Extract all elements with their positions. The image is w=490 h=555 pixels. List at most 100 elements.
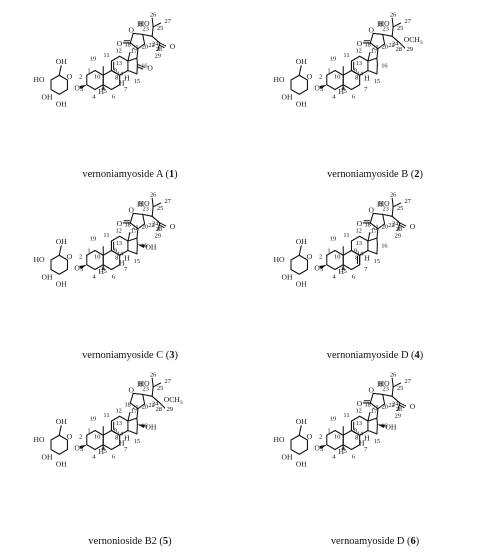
atom-number-4: 4 <box>92 454 96 461</box>
atom-number-15: 15 <box>134 78 140 85</box>
atom-number-11: 11 <box>343 412 349 419</box>
lactone-ring-bond <box>373 213 383 214</box>
atom-number-25: 25 <box>397 25 403 32</box>
glucose-oh-2: OH <box>56 99 67 108</box>
lactone-carbonyl-oxygen: O <box>117 219 123 228</box>
ring-d-bond <box>128 238 137 241</box>
atom-number-21: 21 <box>372 44 378 51</box>
lactone-carbonyl-oxygen: O <box>117 39 123 48</box>
ring-b-bond <box>343 71 351 76</box>
atom-number-11: 11 <box>103 232 109 239</box>
lactone-carbonyl-oxygen: O <box>357 39 363 48</box>
glucose-oh-2: OH <box>296 459 307 468</box>
glucose-c6-bond <box>59 426 61 436</box>
methyl-18-bond <box>128 412 130 421</box>
compound-caption-6: vernoamyoside D (6) <box>331 536 419 547</box>
atom-number-1: 1 <box>327 428 330 435</box>
glucose-oh-6: OH <box>56 57 67 66</box>
structure-6: 12345101967891112131415161718HHHOHOO2021… <box>274 371 416 468</box>
hydroxy-25-label: HO <box>379 199 390 208</box>
glucose-oh-6: OH <box>296 417 307 426</box>
ring-a-bond <box>327 265 335 270</box>
atom-number-29: 29 <box>395 413 401 420</box>
atom-number-18: 18 <box>124 221 130 228</box>
compound-caption-1: vernoniamyoside A (1) <box>82 169 177 180</box>
atom-number-2: 2 <box>319 433 322 440</box>
atom-number-16: 16 <box>381 62 387 69</box>
atom-number-21: 21 <box>132 404 138 411</box>
atom-number-15: 15 <box>374 258 380 265</box>
lactone-ring-bond <box>370 393 373 403</box>
atom-number-13: 13 <box>356 240 362 247</box>
glucose-ring-bond <box>291 435 299 440</box>
side-chain-bond <box>383 34 393 36</box>
glucose-oh-3: OH <box>42 273 53 282</box>
glucose-oh-6: OH <box>296 237 307 246</box>
glucose-ring-bond <box>59 450 67 455</box>
methoxy-label: OCH3 <box>404 35 423 46</box>
atom-number-12: 12 <box>115 407 121 414</box>
atom-number-26: 26 <box>150 191 156 198</box>
lactone-ring-bond <box>383 34 385 44</box>
lactone-ring-bond <box>133 33 143 34</box>
atom-number-21: 21 <box>372 224 378 231</box>
side-chain-bond <box>383 214 393 216</box>
hydroxy-25-label: HO <box>139 199 150 208</box>
lactone-ring-bond <box>373 393 383 394</box>
atom-number-12: 12 <box>115 47 121 54</box>
atom-number-25: 25 <box>397 205 403 212</box>
glucose-ring-bond <box>299 90 307 95</box>
glucose-oh-4: HO <box>274 435 285 444</box>
glucose-oh-4: HO <box>274 255 285 264</box>
atom-number-27: 27 <box>165 198 172 205</box>
glucose-ring-bond <box>59 90 67 95</box>
glycosidic-oxygen: O <box>74 264 80 273</box>
side-chain-bond <box>143 34 153 36</box>
lactone-ring-oxygen: O <box>368 25 374 34</box>
compound-caption-3: vernoniamyoside C (3) <box>82 350 178 361</box>
atom-number-4: 4 <box>92 94 96 101</box>
ring-b-bond <box>351 265 359 270</box>
lactone-ring-oxygen: O <box>368 385 374 394</box>
glucose-oh-4: HO <box>34 75 45 84</box>
ring-a-bond <box>327 445 335 450</box>
ring-b-bond <box>103 71 111 76</box>
atom-number-2: 2 <box>319 253 322 260</box>
atom-number-19: 19 <box>90 236 96 243</box>
glucose-ring-bond <box>51 75 59 80</box>
side-chain-bond <box>383 394 393 396</box>
atom-number-18: 18 <box>364 401 370 408</box>
h-14-label: H <box>124 254 130 263</box>
hydroxy-16-label: OH <box>385 422 396 431</box>
atom-number-6: 6 <box>112 274 115 281</box>
side-chain-bond <box>392 387 393 397</box>
side-chain-bond <box>392 27 393 37</box>
atom-number-26: 26 <box>390 191 396 198</box>
lactone-ring-bond <box>383 394 385 404</box>
ketone-28-oxygen: O <box>410 402 416 411</box>
h-14-label: H <box>124 74 130 83</box>
atom-number-27: 27 <box>165 18 172 25</box>
atom-number-10: 10 <box>94 253 100 260</box>
atom-number-7: 7 <box>364 266 368 273</box>
ring-b-bond <box>343 431 351 436</box>
structure-3: 12345101967891112131415161718HHHOHOO2021… <box>34 191 176 288</box>
methyl-18-bond <box>128 52 130 61</box>
atom-number-14: 14 <box>117 251 124 258</box>
atom-number-29: 29 <box>407 46 413 53</box>
atom-number-11: 11 <box>343 232 349 239</box>
atom-number-4: 4 <box>92 274 96 281</box>
atom-number-18: 18 <box>364 41 370 48</box>
atom-number-15: 15 <box>134 258 140 265</box>
atom-number-2: 2 <box>79 433 82 440</box>
glucose-oh-6: OH <box>56 237 67 246</box>
glucose-ring-oxygen: O <box>67 252 73 261</box>
atom-number-26: 26 <box>390 371 396 378</box>
atom-number-15: 15 <box>374 78 380 85</box>
ring-b-bond <box>103 431 111 436</box>
ketone-16-oxygen: O <box>147 63 153 72</box>
ring-a-bond <box>87 265 95 270</box>
glycosidic-oxygen: O <box>314 84 320 93</box>
glucose-ring-oxygen: O <box>67 72 73 81</box>
